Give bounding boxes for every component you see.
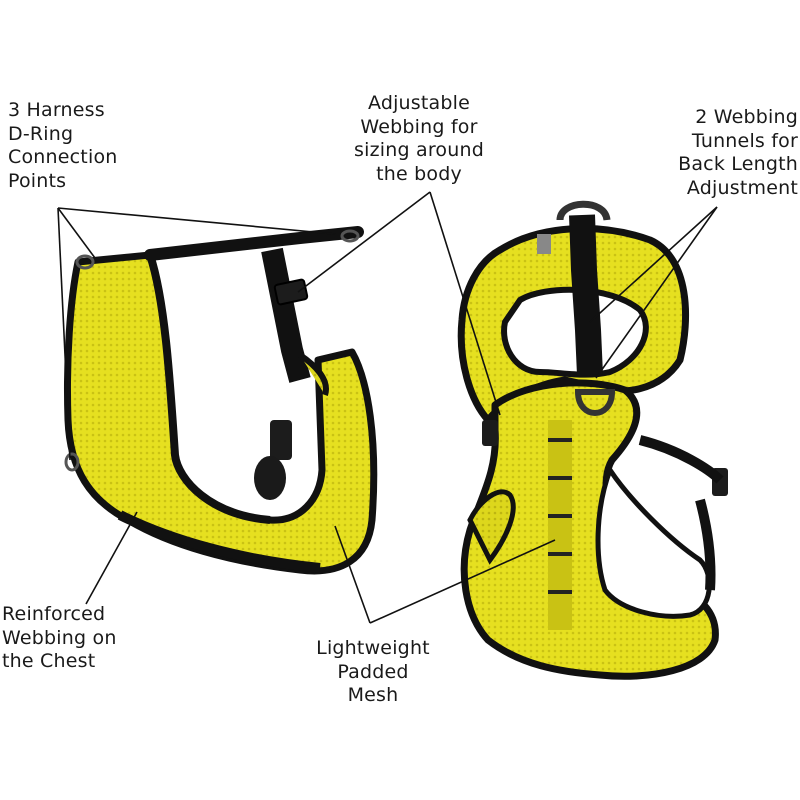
chest-panel [63,251,378,575]
vertical-webbing [261,247,311,383]
shoulder-strap [144,226,364,261]
spine-webbing [569,214,603,376]
chest-webbing [117,510,321,573]
leader-lines [57,191,718,624]
callout-webbing-tunnels: 2 Webbing Tunnels for Back Length Adjust… [678,106,798,199]
callout-padded-mesh: Lightweight Padded Mesh [316,637,430,706]
harness-back-view [457,200,728,680]
harness-side-view [63,226,378,575]
callout-adjustable-webbing: Adjustable Webbing for sizing around the… [354,92,484,185]
callout-d-ring-connection-points: 3 Harness D-Ring Connection Points [8,99,118,192]
callout-reinforced-webbing: Reinforced Webbing on the Chest [2,603,117,672]
